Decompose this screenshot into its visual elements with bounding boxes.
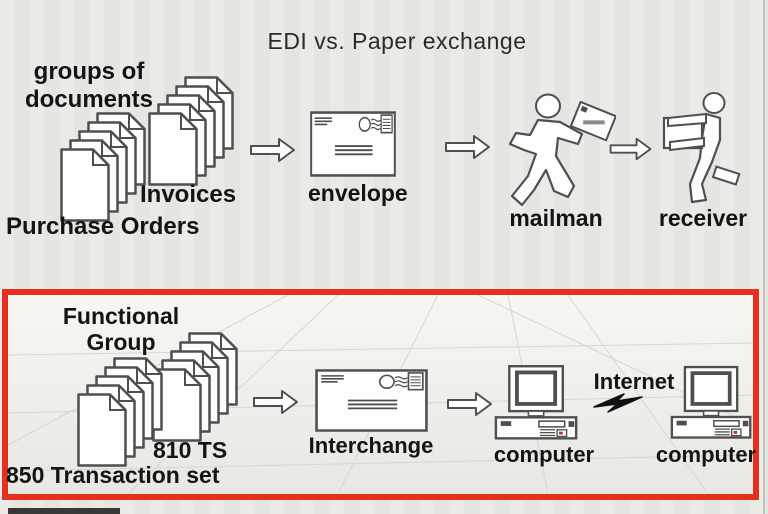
mailman-figure-icon xyxy=(498,92,616,208)
groups-of-documents-label: groups of documents xyxy=(24,58,153,113)
frame-edge-line xyxy=(763,0,765,514)
purchase-orders-document-stack-icon xyxy=(60,112,146,222)
receiver-label: receiver xyxy=(658,205,748,231)
envelope-icon xyxy=(310,111,396,177)
invoices-document-stack-icon xyxy=(148,76,234,186)
ts850-document-stack-icon xyxy=(77,357,163,467)
right-arrow-icon xyxy=(446,390,494,418)
computer-icon xyxy=(494,364,580,442)
video-progress-bar-fragment xyxy=(8,508,120,514)
interchange-label: Interchange xyxy=(308,433,434,458)
ts810-document-stack-icon xyxy=(152,332,238,442)
receiver-figure-icon xyxy=(658,90,746,204)
envelope-label: envelope xyxy=(308,180,408,206)
functional-group-label: Functional Group xyxy=(62,303,180,356)
page-title: EDI vs. Paper exchange xyxy=(267,28,527,54)
computer-left-label: computer xyxy=(493,442,595,467)
internet-label: Internet xyxy=(593,369,675,394)
ts810-label: 810 TS xyxy=(153,437,228,463)
right-arrow-icon xyxy=(608,136,654,162)
computer-right-label: computer xyxy=(655,442,757,467)
right-arrow-icon xyxy=(249,136,297,164)
mailman-label: mailman xyxy=(509,205,603,231)
interchange-envelope-icon xyxy=(315,369,428,432)
invoices-label: Invoices xyxy=(140,181,237,208)
computer-icon xyxy=(670,364,754,442)
right-arrow-icon xyxy=(444,133,492,161)
right-arrow-icon xyxy=(252,388,300,416)
purchase-orders-label: Purchase Orders xyxy=(6,213,200,240)
internet-lightning-bolt-icon xyxy=(590,391,668,413)
ts850-label: 850 Transaction set xyxy=(6,462,220,488)
